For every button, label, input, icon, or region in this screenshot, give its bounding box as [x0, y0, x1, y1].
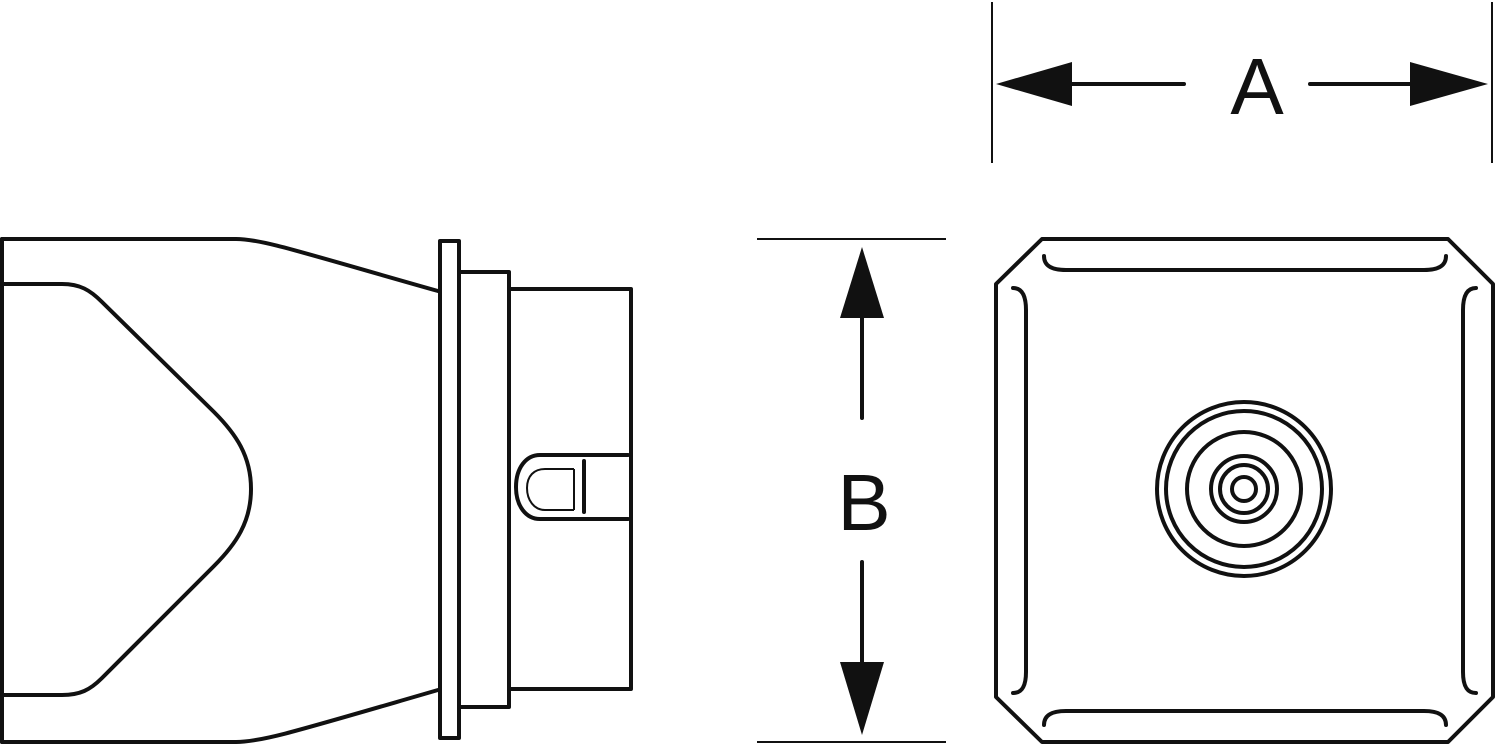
front-view-left-bevel — [1011, 286, 1028, 695]
dimension-b: B — [757, 238, 946, 743]
side-view — [0, 237, 633, 744]
front-view-top-bevel — [1042, 254, 1448, 272]
side-view-inner-cavity — [0, 282, 253, 697]
dimension-a: A — [991, 2, 1493, 163]
front-view — [994, 237, 1495, 744]
front-view-bottom-bevel — [1042, 709, 1448, 727]
front-view-orifice-ring-2 — [1164, 409, 1324, 569]
side-view-locking-tab — [514, 453, 630, 521]
dimension-a-arrowhead-left — [996, 62, 1072, 106]
dimension-b-label: B — [837, 458, 890, 547]
front-view-orifice-ring-outer — [1155, 400, 1333, 578]
front-view-orifice-hole — [1230, 475, 1258, 503]
front-view-outer-outline — [994, 237, 1495, 744]
side-view-body-outline — [0, 237, 440, 293]
front-view-orifice-ring-3 — [1185, 430, 1303, 548]
side-view-collar — [457, 270, 511, 709]
side-view-tube — [507, 287, 633, 691]
front-view-orifice-ring-4 — [1209, 454, 1279, 524]
dimension-b-arrowhead-up — [840, 247, 884, 318]
side-view-locking-tab-inner — [525, 468, 574, 511]
front-view-right-bevel — [1461, 286, 1478, 695]
side-view-flange-plate — [438, 239, 461, 740]
front-view-orifice-ring-5 — [1218, 463, 1270, 515]
dimension-a-arrowhead-right — [1410, 62, 1488, 106]
dimension-a-label: A — [1230, 42, 1284, 131]
dimension-b-arrowhead-down — [840, 662, 884, 735]
side-view-body-outline-bottom — [0, 688, 440, 744]
